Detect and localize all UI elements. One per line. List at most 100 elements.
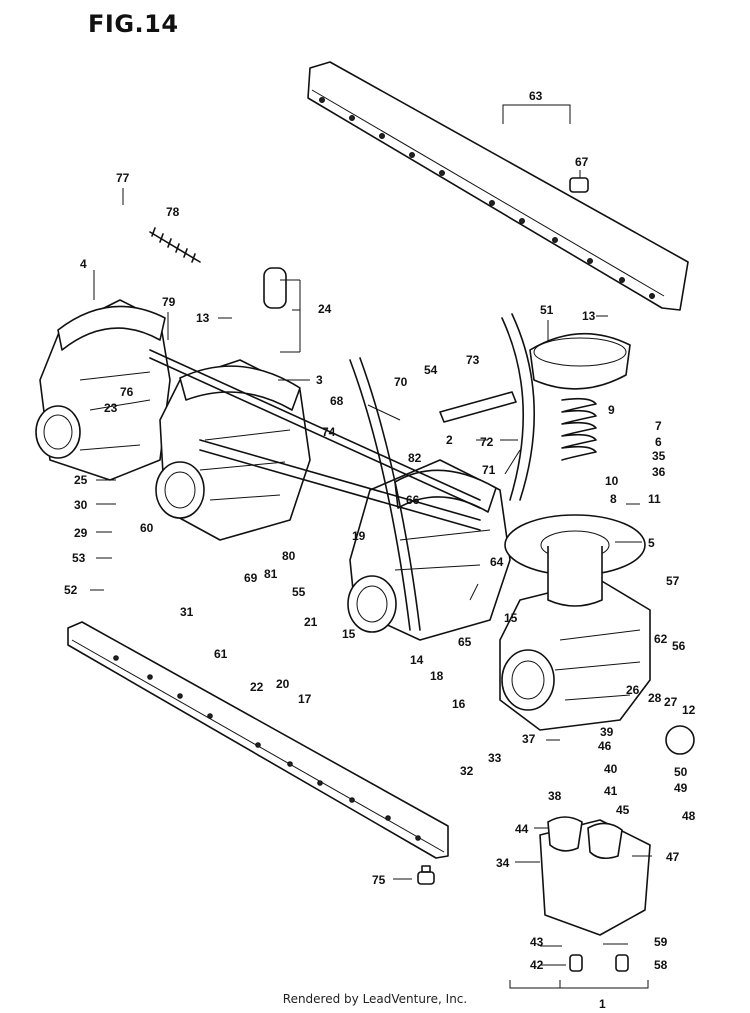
callout-16: 16 — [452, 697, 466, 711]
sleeve-24 — [263, 267, 287, 309]
callout-48: 48 — [682, 809, 696, 823]
callout-32: 32 — [460, 764, 474, 778]
callout-28: 28 — [648, 691, 662, 705]
callout-14: 14 — [410, 653, 424, 667]
callout-67: 67 — [575, 155, 589, 169]
callout-69: 69 — [244, 571, 258, 585]
callout-19: 19 — [352, 529, 366, 543]
callout-62: 62 — [654, 632, 668, 646]
vent-tube-72b — [511, 313, 536, 501]
callout-4: 4 — [80, 257, 87, 271]
callout-6: 6 — [655, 435, 662, 449]
screw-67 — [569, 177, 589, 193]
callout-38: 38 — [548, 789, 562, 803]
callout-44: 44 — [515, 822, 529, 836]
screw-58 — [615, 954, 629, 972]
callout-22: 22 — [250, 680, 264, 694]
top-cap — [529, 332, 631, 390]
callout-61: 61 — [214, 647, 228, 661]
callout-54: 54 — [424, 363, 438, 377]
callout-29: 29 — [74, 526, 88, 540]
callout-56: 56 — [672, 639, 686, 653]
piston-spring — [561, 397, 597, 461]
callout-70: 70 — [394, 375, 408, 389]
cap-12 — [665, 725, 695, 755]
callout-52: 52 — [64, 583, 78, 597]
callout-9: 9 — [608, 403, 615, 417]
callout-31: 31 — [180, 605, 194, 619]
callout-63: 63 — [529, 89, 543, 103]
vent-tube-72 — [501, 317, 525, 501]
callout-20: 20 — [276, 677, 290, 691]
callout-5: 5 — [648, 536, 655, 550]
callout-23: 23 — [104, 401, 118, 415]
carburetor-1 — [35, 299, 171, 481]
callout-53: 53 — [72, 551, 86, 565]
callout-36: 36 — [652, 465, 666, 479]
callout-2: 2 — [446, 433, 453, 447]
callout-82: 82 — [408, 451, 422, 465]
carburetor-3 — [347, 459, 511, 641]
callout-59: 59 — [654, 935, 668, 949]
callout-21: 21 — [304, 615, 318, 629]
callout-81: 81 — [264, 567, 278, 581]
callout-64: 64 — [490, 555, 504, 569]
fuel-pipe — [199, 439, 481, 531]
callout-3: 3 — [316, 373, 323, 387]
callout-8: 8 — [610, 492, 617, 506]
callout-76: 76 — [120, 385, 134, 399]
callout-79: 79 — [162, 295, 176, 309]
callout-15b: 15 — [504, 611, 518, 625]
callout-47: 47 — [666, 850, 680, 864]
callout-13a: 13 — [196, 311, 210, 325]
shaft — [149, 349, 481, 509]
diaphragm — [504, 514, 646, 607]
leader-lines — [90, 104, 652, 989]
callout-66: 66 — [406, 493, 420, 507]
callout-58: 58 — [654, 958, 668, 972]
callout-45: 45 — [616, 803, 630, 817]
callout-39: 39 — [600, 725, 614, 739]
callout-68: 68 — [330, 394, 344, 408]
vent-tube-68b — [359, 357, 421, 631]
callout-41: 41 — [604, 784, 618, 798]
callout-49: 49 — [674, 781, 688, 795]
callout-57: 57 — [666, 574, 680, 588]
callout-73: 73 — [466, 353, 480, 367]
callout-43: 43 — [530, 935, 544, 949]
callout-72: 72 — [480, 435, 494, 449]
bolt-73 — [439, 391, 517, 423]
part-callouts: 1 2 3 4 5 6 7 8 9 10 11 12 13 13 14 15 1… — [64, 89, 696, 1011]
callout-40: 40 — [604, 762, 618, 776]
spring-78 — [149, 227, 201, 263]
callout-30: 30 — [74, 498, 88, 512]
callout-46: 46 — [598, 739, 612, 753]
callout-75: 75 — [372, 873, 386, 887]
callout-42: 42 — [530, 958, 544, 972]
screw-75 — [417, 865, 435, 885]
figure-title: FIG.14 — [88, 10, 179, 38]
callout-74: 74 — [322, 425, 336, 439]
callout-15a: 15 — [342, 627, 356, 641]
callout-12: 12 — [682, 703, 696, 717]
callout-50: 50 — [674, 765, 688, 779]
callout-10: 10 — [605, 474, 619, 488]
callout-24: 24 — [318, 302, 332, 316]
callout-13b: 13 — [582, 309, 596, 323]
callout-65: 65 — [458, 635, 472, 649]
callout-78: 78 — [166, 205, 180, 219]
callout-55: 55 — [292, 585, 306, 599]
callout-18: 18 — [430, 669, 444, 683]
upper-mounting-bracket — [307, 61, 689, 311]
callout-26: 26 — [626, 683, 640, 697]
callout-60: 60 — [140, 521, 154, 535]
callout-37: 37 — [522, 732, 536, 746]
callout-17: 17 — [298, 692, 312, 706]
callout-33: 33 — [488, 751, 502, 765]
screw-42 — [569, 954, 583, 972]
footer-credit: Rendered by LeadVenture, Inc. — [282, 992, 468, 1006]
callout-1: 1 — [599, 997, 606, 1011]
callout-35: 35 — [652, 449, 666, 463]
callout-71: 71 — [482, 463, 496, 477]
